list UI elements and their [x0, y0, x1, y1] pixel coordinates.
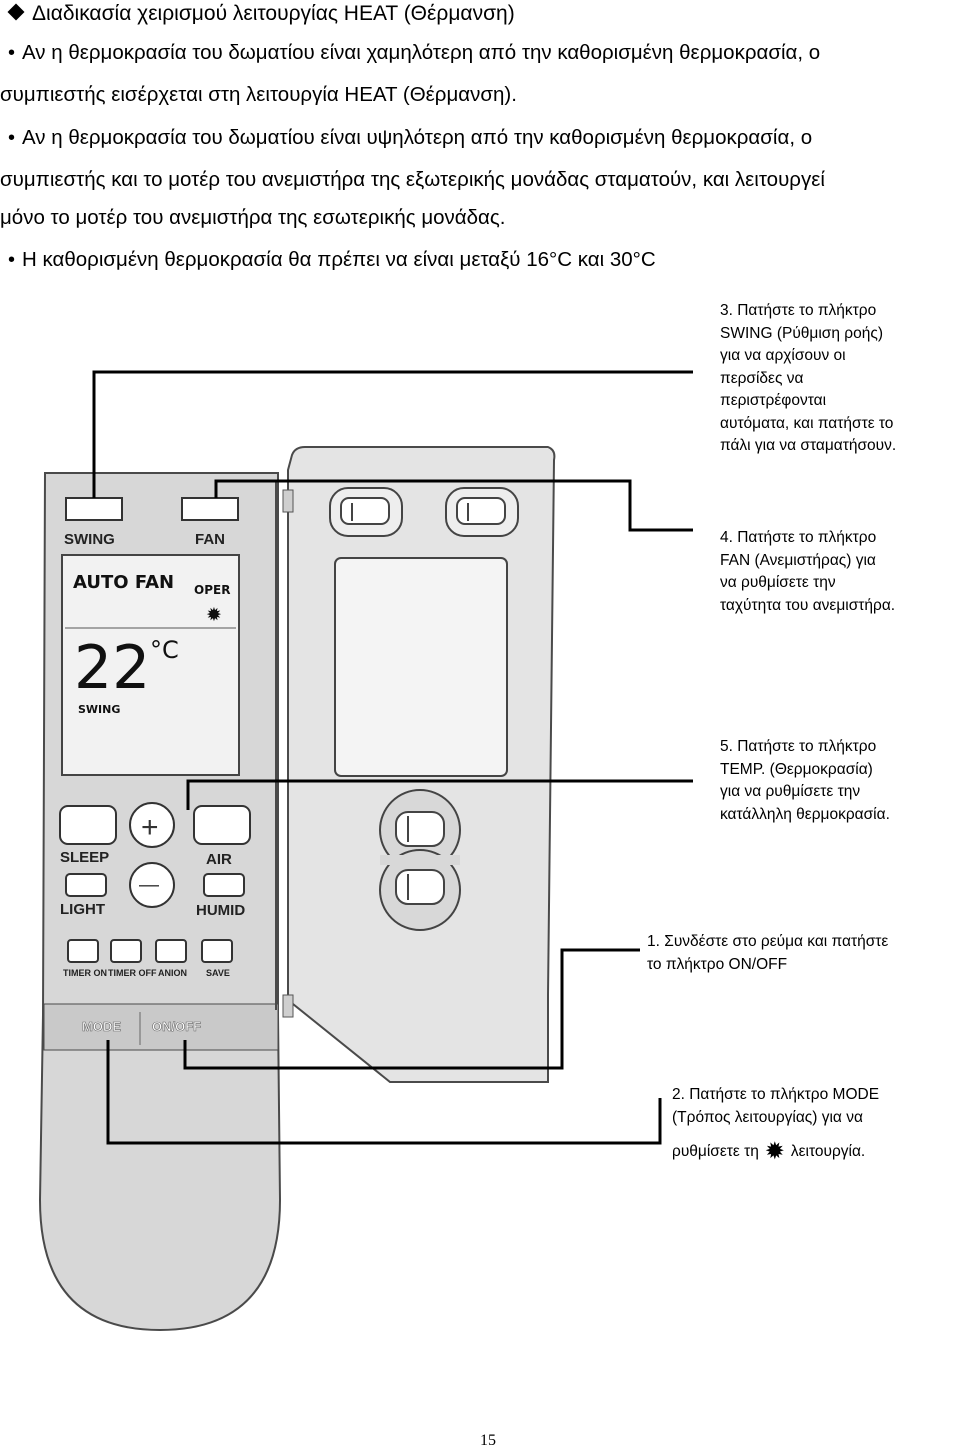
callout-fan-line: FAN (Ανεμιστήρας) για: [720, 551, 876, 569]
callout-swing-line: πάλι για να σταματήσουν.: [720, 437, 897, 454]
save-button[interactable]: [201, 939, 233, 963]
temp-down-button[interactable]: [129, 862, 175, 908]
bullet-3-line-1: Η καθορισμένη θερμοκρασία θα πρέπει να ε…: [22, 248, 656, 271]
bullet-dot-icon: •: [8, 249, 16, 271]
lcd-swing-indicator: SWING: [78, 703, 120, 716]
humid-label: HUMID: [196, 902, 245, 919]
cover-window: [334, 557, 508, 777]
bullet-2-line-1: Αν η θερμοκρασία του δωματίου είναι υψηλ…: [22, 126, 813, 149]
callout-temp-line: 5. Πατήστε το πλήκτρο: [720, 738, 877, 755]
heat-sun-icon: ✹: [764, 1138, 785, 1165]
plus-icon: +: [141, 811, 159, 844]
page-number: 15: [480, 1432, 496, 1449]
fan-button-label: FAN: [195, 531, 225, 548]
swing-button-label: SWING: [64, 531, 115, 548]
bullet-dot-icon: •: [8, 42, 16, 64]
temp-up-button[interactable]: [129, 802, 175, 848]
callout-swing-line: περσίδες να: [720, 369, 804, 387]
lcd-mode-text: AUTO FAN: [73, 572, 174, 593]
heat-sun-icon: ✹: [206, 604, 222, 626]
timer-off-button[interactable]: [110, 939, 142, 963]
callout-mode-line: (Τρόπος λειτουργίας) για να: [672, 1108, 863, 1126]
light-button[interactable]: [65, 873, 107, 897]
fan-button[interactable]: [181, 497, 239, 521]
lcd-oper-text: OPER: [194, 583, 230, 597]
callout-swing-line: περιστρέφονται: [720, 392, 827, 409]
lcd-screen: [61, 554, 240, 776]
bullet-dot-icon: •: [8, 127, 16, 149]
bullet-1-line-2: συμπιεστής εισέρχεται στη λειτουργία HEA…: [0, 83, 517, 106]
callout-onoff: 1. Συνδέστε στο ρεύμα και πατήστε το πλή…: [647, 931, 888, 976]
callout-fan: 4. Πατήστε το πλήκτρο FAN (Ανεμιστήρας) …: [720, 527, 895, 617]
air-button[interactable]: [193, 805, 251, 845]
callout-mode-suffix: λειτουργία.: [790, 1143, 866, 1160]
callout-leader-lines: [92, 370, 693, 1145]
timer-on-button[interactable]: [67, 939, 99, 963]
callout-fan-line: ταχύτητα του ανεμιστήρα.: [720, 596, 896, 614]
callout-fan-line: 4. Πατήστε το πλήκτρο: [720, 529, 877, 546]
hinge-top: [282, 489, 294, 513]
minus-icon: —: [139, 874, 159, 896]
cover-temp-buttons: [379, 789, 461, 931]
timer-on-label: TIMER ON: [63, 968, 107, 978]
humid-button[interactable]: [203, 873, 245, 897]
bullet-2-line-3: μόνο το μοτέρ του ανεμιστήρα της εσωτερι…: [0, 206, 506, 229]
anion-button[interactable]: [155, 939, 187, 963]
callout-swing-line: 3. Πατήστε το πλήκτρο: [720, 302, 877, 319]
callout-swing-line: SWING (Ρύθμιση ροής): [720, 324, 883, 342]
callout-temp: 5. Πατήστε το πλήκτρο TEMP. (Θερμοκρασία…: [720, 736, 890, 826]
timer-off-label: TIMER OFF: [108, 968, 157, 978]
swing-button[interactable]: [65, 497, 123, 521]
cover-latch-right: [445, 487, 519, 537]
bullet-2-line-2: συμπιεστής και το μοτέρ του ανεμιστήρα τ…: [0, 168, 825, 191]
section-heading: Διαδικασία χειρισμού λειτουργίας HEAT (Θ…: [6, 2, 515, 26]
bullet-1-line-1: Αν η θερμοκρασία του δωματίου είναι χαμη…: [22, 41, 821, 64]
callout-mode-line: ρυθμίσετε τη ✹ λειτουργία.: [672, 1138, 879, 1165]
sleep-label: SLEEP: [60, 849, 109, 866]
callout-temp-line: για να ρυθμίσετε την: [720, 783, 861, 800]
onoff-button[interactable]: ON/OFF: [152, 1019, 202, 1035]
callout-onoff-line: το πλήκτρο ON/OFF: [647, 955, 788, 973]
callout-swing-line: αυτόματα, και πατήστε το: [720, 414, 894, 432]
callout-mode-prefix: ρυθμίσετε τη: [672, 1143, 759, 1160]
lcd-unit: °C: [150, 636, 179, 664]
cover-latch-left: [329, 487, 403, 537]
heading-text: Διαδικασία χειρισμού λειτουργίας HEAT (Θ…: [32, 2, 515, 25]
callout-mode-line: 2. Πατήστε το πλήκτρο MODE: [672, 1086, 880, 1103]
callout-fan-line: να ρυθμίσετε την: [720, 574, 836, 591]
sleep-button[interactable]: [59, 805, 117, 845]
mode-button[interactable]: MODE: [82, 1019, 122, 1035]
light-label: LIGHT: [60, 901, 105, 918]
callout-onoff-line: 1. Συνδέστε στο ρεύμα και πατήστε: [647, 933, 889, 950]
callout-swing-line: για να αρχίσουν οι: [720, 347, 846, 364]
anion-label: ANION: [158, 968, 187, 978]
callout-swing: 3. Πατήστε το πλήκτρο SWING (Ρύθμιση ροή…: [720, 300, 896, 458]
callout-mode: 2. Πατήστε το πλήκτρο MODE (Τρόπος λειτο…: [672, 1084, 879, 1164]
air-label: AIR: [206, 851, 232, 868]
callout-temp-line: κατάλληλη θερμοκρασία.: [720, 805, 890, 823]
hinge-bottom: [282, 994, 294, 1018]
callout-temp-line: TEMP. (Θερμοκρασία): [720, 760, 873, 778]
save-label: SAVE: [206, 968, 230, 978]
lcd-temperature: 22: [74, 633, 150, 703]
